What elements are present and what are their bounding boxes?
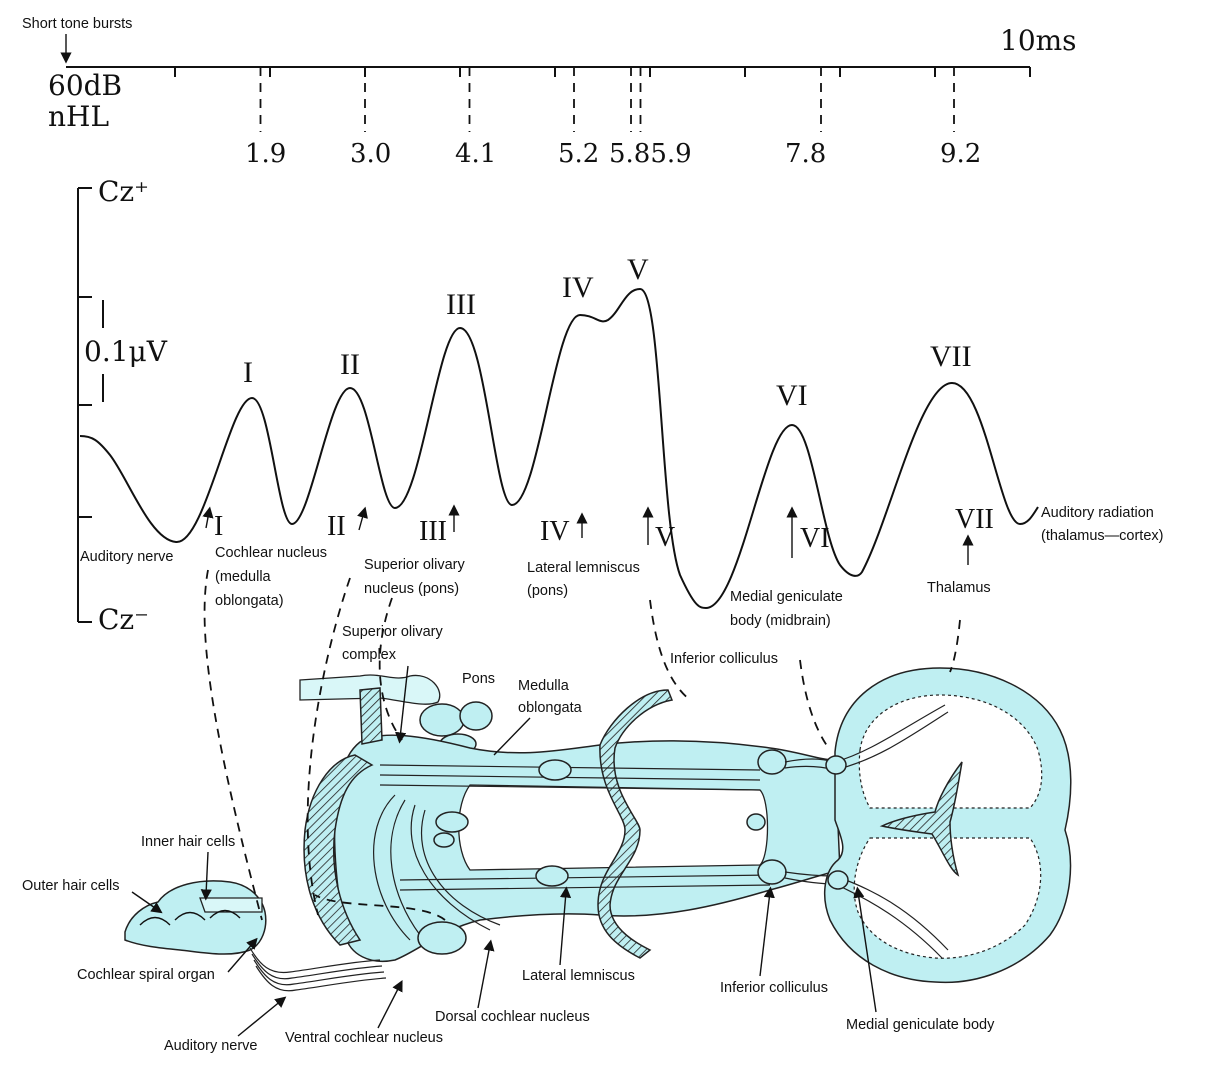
peak-label-5: V [627,253,649,286]
label-ventral-cochlear-nucleus: Ventral cochlear nucleus [285,1030,443,1046]
medial-geniculate-upper [825,755,847,775]
abr-waveform [79,287,1039,610]
latency-label-1: 1.9 [245,139,286,169]
generator-superior-olivary-line1: Superior olivary [364,557,465,573]
medulla-wall-left [303,754,374,946]
label-superior-olivary-complex-line2: complex [342,647,397,663]
cochlear-organ [124,880,267,955]
generator-numeral-2: II [327,511,346,542]
tectorial-region [199,897,263,913]
peak-label-3: III [446,288,476,321]
midbrain-band [597,689,674,959]
time-axis: Short tone bursts 10ms 60dB nHL 1.9 3.0 … [22,16,1077,169]
label-medial-geniculate-body: Medial geniculate body [846,1017,995,1033]
generator-text: Auditory nerve Cochlear nucleus (medulla… [80,505,1163,629]
olivary-blob-b [433,832,455,848]
connector-wave-5 [649,599,691,701]
inferior-colliculus-lower [757,859,787,885]
generator-numeral-5: V [655,522,675,553]
lemniscus-node-lower [535,865,569,887]
connector-wave-2 [306,577,351,916]
auditory-nerve-fibers [249,947,381,974]
connector-wave-7 [949,619,961,673]
latency-label-4: 5.2 [558,139,599,169]
connector-wave-6 [799,659,831,751]
hatched-section-upper [359,687,383,745]
generator-auditory-nerve: Auditory nerve [80,549,174,565]
peak-label-7: VII [930,340,972,373]
generator-cochlear-nucleus-line2: (medulla [215,569,272,585]
label-inner-hair-cells: Inner hair cells [141,834,235,850]
connector-cochlear-nucleus [314,894,446,921]
brainstem-anatomy [299,674,841,962]
lemniscus-node-upper [538,759,572,781]
medial-geniculate-lower [827,870,849,890]
stimulus-label: Short tone bursts [22,16,132,32]
time-axis-ticks [174,67,1031,77]
pons-nucleus-b [459,701,493,731]
latency-dashed-lines [259,67,955,132]
stimulus-level-line1: 60dB [48,69,122,102]
latency-label-3: 4.1 [455,139,496,169]
label-superior-olivary-complex-line1: Superior olivary [342,624,443,640]
white-matter-upper [858,694,1043,809]
amplitude-axis: Cz⁺ Cz⁻ 0.1μV [77,175,168,636]
cerebrum [823,667,1072,984]
inferior-colliculus-upper [757,749,787,775]
connector-wave-3 [378,597,403,741]
generator-lateral-lemniscus-line1: Lateral lemniscus [527,560,640,576]
cochlea [124,880,387,992]
label-medulla-line1: Medulla [518,678,570,694]
latency-label-5-6: 5.85.9 [609,139,692,169]
generator-labels: I II III IV V VI VII [202,504,994,565]
label-outer-hair-cells: Outer hair cells [22,878,120,894]
generator-medial-geniculate-line1: Medial geniculate [730,589,843,605]
cz-plus-label: Cz⁺ [98,175,149,208]
label-inferior-colliculus-top: Inferior colliculus [670,651,778,667]
generator-numeral-6: VI [800,523,830,554]
label-lateral-lemniscus-bottom: Lateral lemniscus [522,968,635,984]
pons-nucleus-a [419,703,465,737]
time-axis-end-label: 10ms [1000,24,1077,57]
cz-minus-label: Cz⁻ [98,603,149,636]
label-pons: Pons [462,671,495,687]
peak-labels: I II III IV V VI VII [243,253,972,412]
generator-thalamus: Thalamus [927,580,991,596]
generator-numeral-3: III [419,516,447,547]
latency-label-8: 9.2 [940,139,981,169]
generator-cochlear-nucleus-line3: oblongata) [215,593,284,609]
generator-numeral-4: IV [540,516,570,547]
anatomy-labels: Superior olivary complex Pons Medulla ob… [22,624,995,1054]
generator-auditory-radiation-line2: (thalamus—cortex) [1041,528,1163,544]
generator-cochlear-nucleus-line1: Cochlear nucleus [215,545,327,561]
stimulus-level-line2: nHL [48,100,109,133]
label-cochlear-spiral-organ: Cochlear spiral organ [77,967,215,983]
olivary-blob-a [435,811,469,833]
generator-auditory-radiation-line1: Auditory radiation [1041,505,1154,521]
label-inferior-colliculus-bottom: Inferior colliculus [720,980,828,996]
peak-label-1: I [243,356,253,389]
label-auditory-nerve-bottom: Auditory nerve [164,1038,258,1054]
scale-label: 0.1μV [84,335,168,368]
generator-medial-geniculate-line2: body (midbrain) [730,613,831,629]
latency-label-7: 7.8 [785,139,826,169]
connector-wave-1 [203,569,263,921]
peak-label-2: II [340,348,360,381]
generator-numeral-1: I [214,511,223,542]
white-matter-lower [853,837,1042,959]
latency-label-2: 3.0 [350,139,391,169]
peak-label-6: VI [776,379,808,412]
cochlear-nucleus-lower [417,921,467,955]
ventricle [879,761,963,877]
generator-numeral-7: VII [955,504,994,535]
peak-label-4: IV [562,271,594,304]
midbrain-node [746,813,766,831]
connector-lines [203,569,961,921]
generator-superior-olivary-line2: nucleus (pons) [364,581,459,597]
label-medulla-line2: oblongata [518,700,583,716]
label-dorsal-cochlear-nucleus: Dorsal cochlear nucleus [435,1009,590,1025]
generator-lateral-lemniscus-line2: (pons) [527,583,568,599]
